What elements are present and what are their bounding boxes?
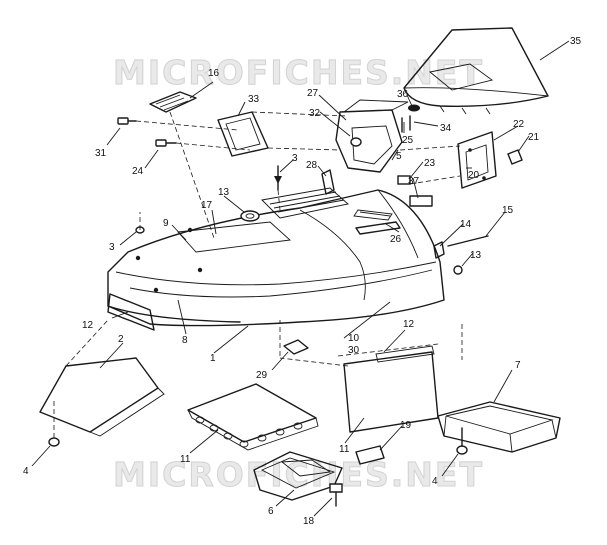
callout-12-left: 12: [82, 320, 94, 331]
callout-18: 18: [303, 516, 315, 527]
watermark-top: MICROFICHES.NET: [113, 53, 484, 92]
hood-body: [107, 187, 445, 327]
callout-10: 10: [348, 333, 360, 344]
callout-31: 31: [95, 148, 107, 159]
insulation-pad-left: [187, 383, 319, 451]
callout-2: 2: [118, 334, 124, 345]
callout-15: 15: [502, 205, 514, 216]
decal-12-right: [375, 345, 435, 363]
callout-4-left: 4: [23, 466, 29, 477]
callout-16: 16: [208, 68, 220, 79]
callout-34: 34: [440, 123, 452, 134]
callout-7: 7: [515, 360, 521, 371]
leader-lines: [31, 40, 570, 517]
decal-12-left: [107, 293, 155, 331]
decal-29: [283, 339, 309, 355]
callout-12-right: 12: [403, 319, 415, 330]
dash-panel: [335, 99, 409, 173]
callout-27: 27: [307, 88, 319, 99]
windshield: [403, 27, 549, 115]
callout-36: 36: [397, 89, 409, 100]
callout-8: 8: [182, 335, 188, 346]
mount-bracket: [457, 131, 497, 189]
callout-20: 20: [468, 170, 480, 181]
decal-19: [355, 445, 385, 465]
decal-37: [409, 195, 433, 207]
callout-33: 33: [248, 94, 260, 105]
callout-32: 32: [309, 108, 321, 119]
callout-37: 37: [408, 176, 420, 187]
callout-29: 29: [256, 370, 268, 381]
callout-24: 24: [132, 166, 144, 177]
callout-13-left: 13: [218, 187, 230, 198]
callout-3-top: 3: [292, 153, 298, 164]
callout-13-right: 13: [470, 250, 482, 261]
callout-14: 14: [460, 219, 472, 230]
grille: [39, 357, 165, 437]
callout-3-left: 3: [109, 242, 115, 253]
callout-17: 17: [201, 200, 213, 211]
callout-26: 26: [390, 234, 402, 245]
callout-9: 9: [163, 218, 169, 229]
callout-6: 6: [268, 506, 274, 517]
callout-30: 30: [348, 345, 360, 356]
storage-tray: [437, 401, 561, 453]
hood-vent-slots: [261, 187, 349, 219]
callout-21: 21: [528, 132, 540, 143]
callout-labels: 16 33 31 24 3 13 17 9 3 28 27 32 36 25 3…: [23, 36, 582, 527]
callout-5: 5: [396, 151, 402, 162]
callout-28: 28: [306, 160, 318, 171]
callout-11-left: 11: [180, 454, 191, 465]
callout-11-right: 11: [339, 444, 350, 455]
callout-23: 23: [424, 158, 436, 169]
hardware: [48, 104, 523, 507]
callout-19: 19: [400, 420, 412, 431]
callout-4-right: 4: [432, 476, 438, 487]
insulation-pad-right: [337, 343, 439, 433]
callout-22: 22: [513, 119, 525, 130]
callout-25: 25: [402, 135, 414, 146]
assembly-lines: [53, 111, 463, 438]
callout-1: 1: [210, 353, 216, 364]
callout-35: 35: [570, 36, 582, 47]
badge: [149, 91, 197, 113]
